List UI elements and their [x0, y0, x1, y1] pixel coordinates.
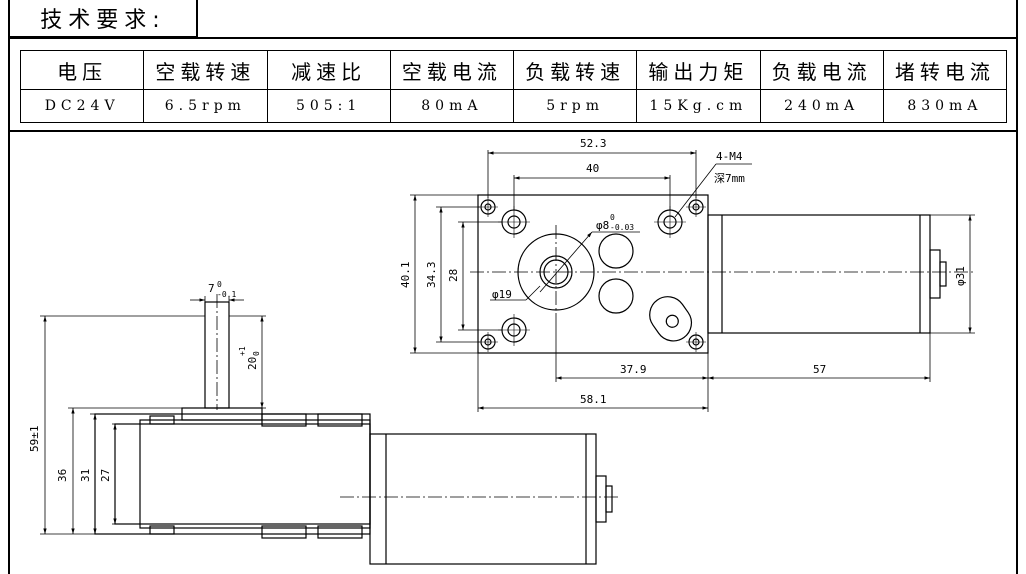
dim-h36: 36 — [56, 469, 69, 482]
table-divider — [10, 130, 1016, 132]
dim-motor-dia: φ31 — [954, 266, 967, 286]
side-motor-body — [369, 433, 597, 565]
spec-header-cell: 空载转速 — [143, 50, 268, 90]
dim-shaft-len-tol-lower: 0 — [252, 351, 261, 356]
side-dimension-labels: 7 0 -0.1 20 +1 0 59±1 36 31 27 — [28, 280, 261, 482]
dim-h27: 27 — [99, 469, 112, 482]
spec-value-cell: 80mA — [389, 89, 515, 123]
dim-total-height: 59±1 — [28, 426, 41, 453]
spec-value-cell: 830mA — [882, 89, 1008, 123]
spec-table: 电压 空载转速 减速比 空载电流 负载转速 输出力矩 负载电流 堵转电流 DC2… — [19, 50, 1008, 123]
front-dimension-labels: 52.3 40 4-M4 深7mm φ8 0 -0.03 φ19 40.1 34… — [399, 137, 967, 406]
dim-height-outer: 40.1 — [399, 262, 412, 289]
dim-flat-tol-lower: -0.1 — [217, 290, 236, 299]
dim-37-9: 37.9 — [620, 363, 647, 376]
dim-58-1: 58.1 — [580, 393, 607, 406]
dim-boss-dia: φ19 — [492, 288, 512, 301]
spec-header-cell: 电压 — [19, 50, 145, 90]
spec-header-cell: 负载电流 — [759, 50, 884, 90]
dim-hole-spacing-y: 28 — [447, 269, 460, 282]
dim-thread-depth: 深7mm — [714, 172, 745, 185]
gearbox-plate-outline — [477, 194, 709, 354]
side-view — [94, 294, 618, 565]
thread-hole-bl — [498, 314, 530, 346]
side-gearbox — [94, 413, 371, 535]
mount-hole-br — [686, 332, 706, 352]
spec-value-row: DC24V 6.5rpm 505:1 80mA 5rpm 15Kg.cm 240… — [19, 89, 1008, 123]
page-title: 技术要求: — [8, 0, 198, 38]
dim-shaft-len: 20 — [246, 357, 259, 370]
side-dimensions — [40, 296, 266, 535]
dim-thread: 4-M4 — [716, 150, 743, 163]
spec-header-cell: 减速比 — [266, 50, 391, 90]
mount-hole-tr — [686, 197, 706, 217]
motor-body-outline — [707, 214, 931, 334]
drawing-frame — [8, 0, 1018, 574]
dim-width-outer: 52.3 — [580, 137, 607, 150]
dim-hole-spacing-x: 40 — [586, 162, 599, 175]
dim-flat-tol-upper: 0 — [217, 280, 222, 289]
spec-value-cell: 15Kg.cm — [636, 89, 761, 123]
spec-value-cell: 5rpm — [512, 89, 638, 123]
dim-shaft-tol-lower: -0.03 — [610, 223, 634, 232]
dim-flat-width: 7 — [208, 282, 215, 295]
dim-shaft-len-tol-upper: +1 — [238, 346, 247, 356]
mount-hole-tl — [478, 197, 498, 217]
spec-value-cell: 505:1 — [266, 89, 391, 123]
dim-height-mid: 34.3 — [425, 262, 438, 289]
mount-hole-bl — [478, 332, 498, 352]
spec-value-cell: 6.5rpm — [143, 89, 268, 123]
thread-hole-tl — [498, 206, 530, 238]
dim-h31: 31 — [79, 469, 92, 482]
spec-header-cell: 输出力矩 — [636, 50, 761, 90]
front-view — [470, 163, 975, 354]
spec-value-cell: DC24V — [19, 89, 145, 123]
front-dimensions — [410, 150, 975, 412]
title-divider — [10, 37, 1016, 39]
dim-shaft-tol-upper: 0 — [610, 213, 615, 222]
dim-shaft-dia: φ8 — [596, 219, 609, 232]
dim-57: 57 — [813, 363, 826, 376]
thread-hole-tr — [654, 206, 686, 238]
